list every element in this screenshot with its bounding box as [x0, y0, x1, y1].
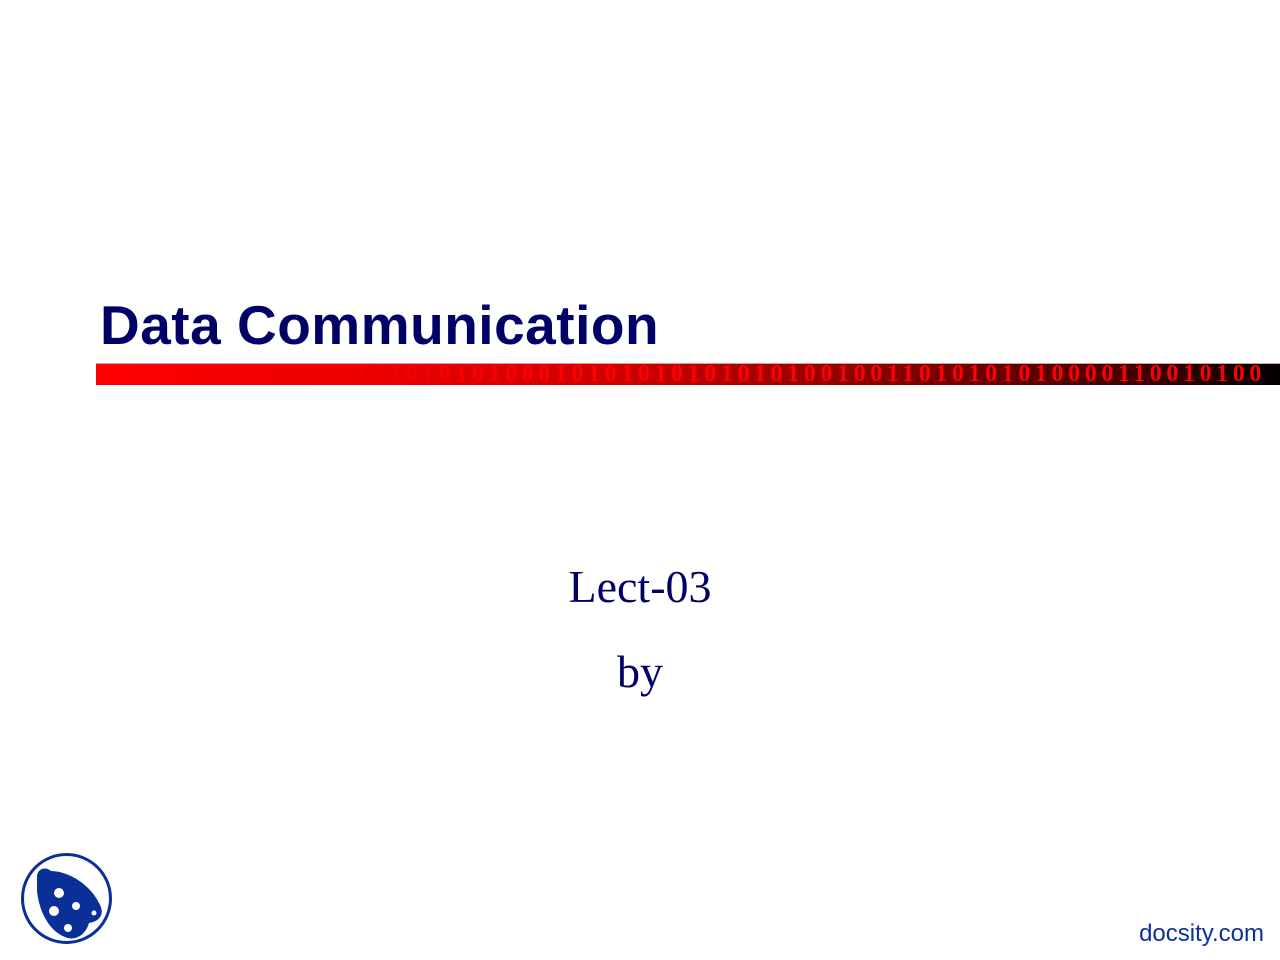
docsity-logo-icon: [21, 853, 112, 944]
binary-digits: 0101010101010100010101010101010100100110…: [272, 361, 1266, 387]
binary-strip: 0101010101010100010101010101010100100110…: [96, 361, 1280, 387]
docsity-watermark: docsity.com: [1139, 920, 1264, 947]
slide-title: Data Communication: [100, 294, 660, 356]
byline: by: [617, 646, 663, 697]
lecture-number: Lect-03: [568, 561, 712, 612]
